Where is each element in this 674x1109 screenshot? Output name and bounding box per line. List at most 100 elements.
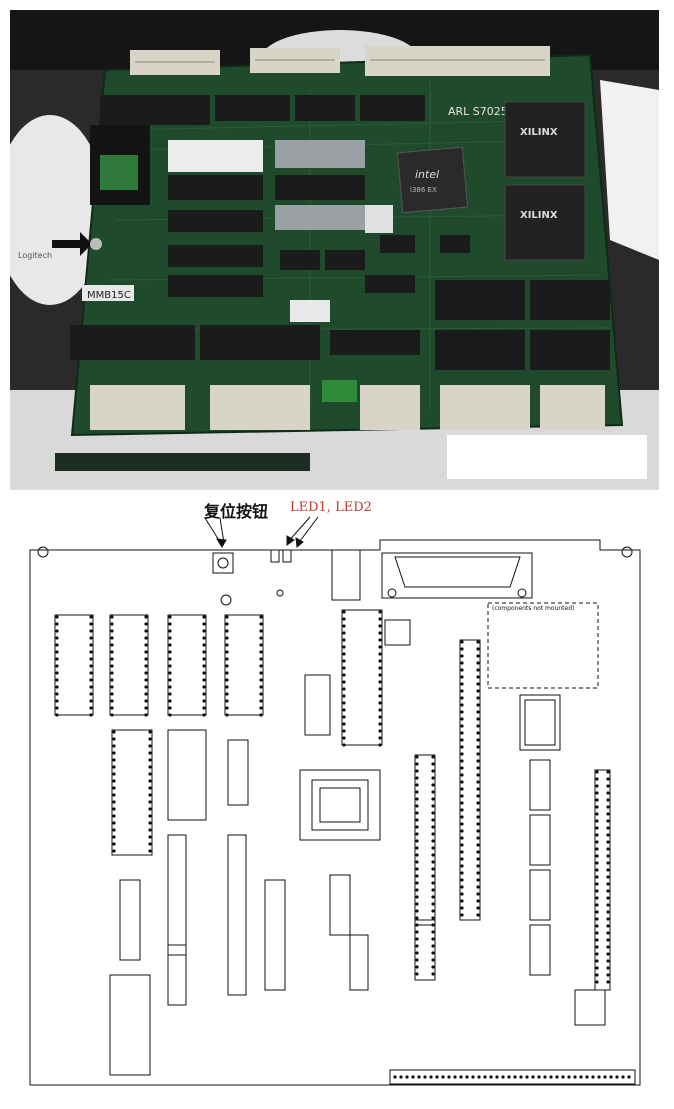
pin-dot bbox=[112, 786, 116, 790]
pin-dot bbox=[342, 631, 346, 635]
pin-dot bbox=[431, 762, 435, 766]
pin-dot bbox=[606, 882, 610, 886]
pin-dot bbox=[460, 843, 464, 847]
pin-dot bbox=[148, 828, 152, 832]
pin-dot bbox=[476, 850, 480, 854]
pin-dot bbox=[89, 657, 93, 661]
pin-dot bbox=[431, 909, 435, 913]
pin-dot bbox=[595, 854, 599, 858]
pin-dot bbox=[225, 685, 229, 689]
pin-dot bbox=[431, 853, 435, 857]
pin-dot bbox=[202, 657, 206, 661]
pin-dot bbox=[595, 784, 599, 788]
pin-dot bbox=[595, 903, 599, 907]
pin-dot bbox=[148, 793, 152, 797]
pin-dot bbox=[89, 615, 93, 619]
pin-dot bbox=[460, 808, 464, 812]
pin-dot bbox=[415, 923, 419, 927]
pin-dot bbox=[595, 952, 599, 956]
mouse bbox=[10, 115, 105, 305]
edge-pin-dot bbox=[525, 1075, 529, 1079]
pin-dot bbox=[202, 650, 206, 654]
pin-dot bbox=[460, 836, 464, 840]
pin-dot bbox=[378, 708, 382, 712]
pin-dot bbox=[460, 710, 464, 714]
pin-dot bbox=[595, 875, 599, 879]
top-connector-3 bbox=[365, 46, 550, 76]
pin-dot bbox=[259, 692, 263, 696]
edge-pin-dot bbox=[471, 1075, 475, 1079]
pin-dot bbox=[202, 664, 206, 668]
pin-dot bbox=[378, 624, 382, 628]
pin-dot bbox=[89, 706, 93, 710]
pin-dot bbox=[606, 945, 610, 949]
pin-dot bbox=[606, 847, 610, 851]
pin-dot bbox=[431, 958, 435, 962]
pin-dot bbox=[415, 860, 419, 864]
pin-dot bbox=[476, 829, 480, 833]
pin-dot bbox=[112, 835, 116, 839]
pin-dot bbox=[595, 826, 599, 830]
edge-pin-dot bbox=[411, 1075, 415, 1079]
pin-dot bbox=[460, 717, 464, 721]
pin-dot bbox=[112, 842, 116, 846]
pin-dot bbox=[110, 629, 114, 633]
box-right bbox=[600, 80, 659, 260]
pin-dot bbox=[148, 765, 152, 769]
pin-dot bbox=[110, 699, 114, 703]
pin-dot bbox=[476, 892, 480, 896]
pin-dot bbox=[595, 924, 599, 928]
pin-dot bbox=[378, 736, 382, 740]
pin-dot bbox=[460, 885, 464, 889]
pin-dot bbox=[89, 685, 93, 689]
pin-dot bbox=[415, 755, 419, 759]
pin-dot bbox=[110, 692, 114, 696]
pin-dot bbox=[431, 937, 435, 941]
pin-dot bbox=[476, 668, 480, 672]
pin-dot bbox=[476, 808, 480, 812]
not-mounted-box bbox=[487, 602, 599, 689]
pin-dot bbox=[460, 871, 464, 875]
pin-dot bbox=[225, 699, 229, 703]
pin-dot bbox=[225, 671, 229, 675]
pin-dot bbox=[606, 770, 610, 774]
pin-dot bbox=[259, 636, 263, 640]
pin-dot bbox=[460, 703, 464, 707]
whiteout-box bbox=[447, 435, 647, 479]
pcb-schematic: (components not mounted) bbox=[29, 516, 641, 1086]
pin-dot bbox=[460, 857, 464, 861]
pin-dot bbox=[202, 615, 206, 619]
pin-dot bbox=[202, 713, 206, 717]
pin-dot bbox=[112, 800, 116, 804]
pin-dot bbox=[148, 821, 152, 825]
pin-dot bbox=[476, 661, 480, 665]
pin-dot bbox=[595, 931, 599, 935]
pin-dot bbox=[55, 699, 59, 703]
pin-dot bbox=[606, 910, 610, 914]
pin-dot bbox=[259, 685, 263, 689]
pin-dot bbox=[144, 643, 148, 647]
pin-dot bbox=[431, 972, 435, 976]
pin-dot bbox=[606, 819, 610, 823]
pin-dot bbox=[342, 715, 346, 719]
pin-dot bbox=[342, 680, 346, 684]
pin-dot bbox=[476, 780, 480, 784]
pin-dot bbox=[378, 715, 382, 719]
pin-dot bbox=[606, 868, 610, 872]
pin-dot bbox=[112, 737, 116, 741]
pin-dot bbox=[89, 643, 93, 647]
pin-dot bbox=[476, 815, 480, 819]
pin-dot bbox=[225, 636, 229, 640]
pin-dot bbox=[110, 650, 114, 654]
pin-dot bbox=[342, 624, 346, 628]
pin-dot bbox=[431, 923, 435, 927]
pin-dot bbox=[460, 892, 464, 896]
pin-dot bbox=[595, 938, 599, 942]
pin-dot bbox=[415, 846, 419, 850]
pin-dot bbox=[378, 680, 382, 684]
edge-pin-dot bbox=[477, 1075, 481, 1079]
pin-dot bbox=[606, 798, 610, 802]
pin-dot bbox=[378, 652, 382, 656]
edge-pin-dot bbox=[561, 1075, 565, 1079]
pin-dot bbox=[606, 805, 610, 809]
